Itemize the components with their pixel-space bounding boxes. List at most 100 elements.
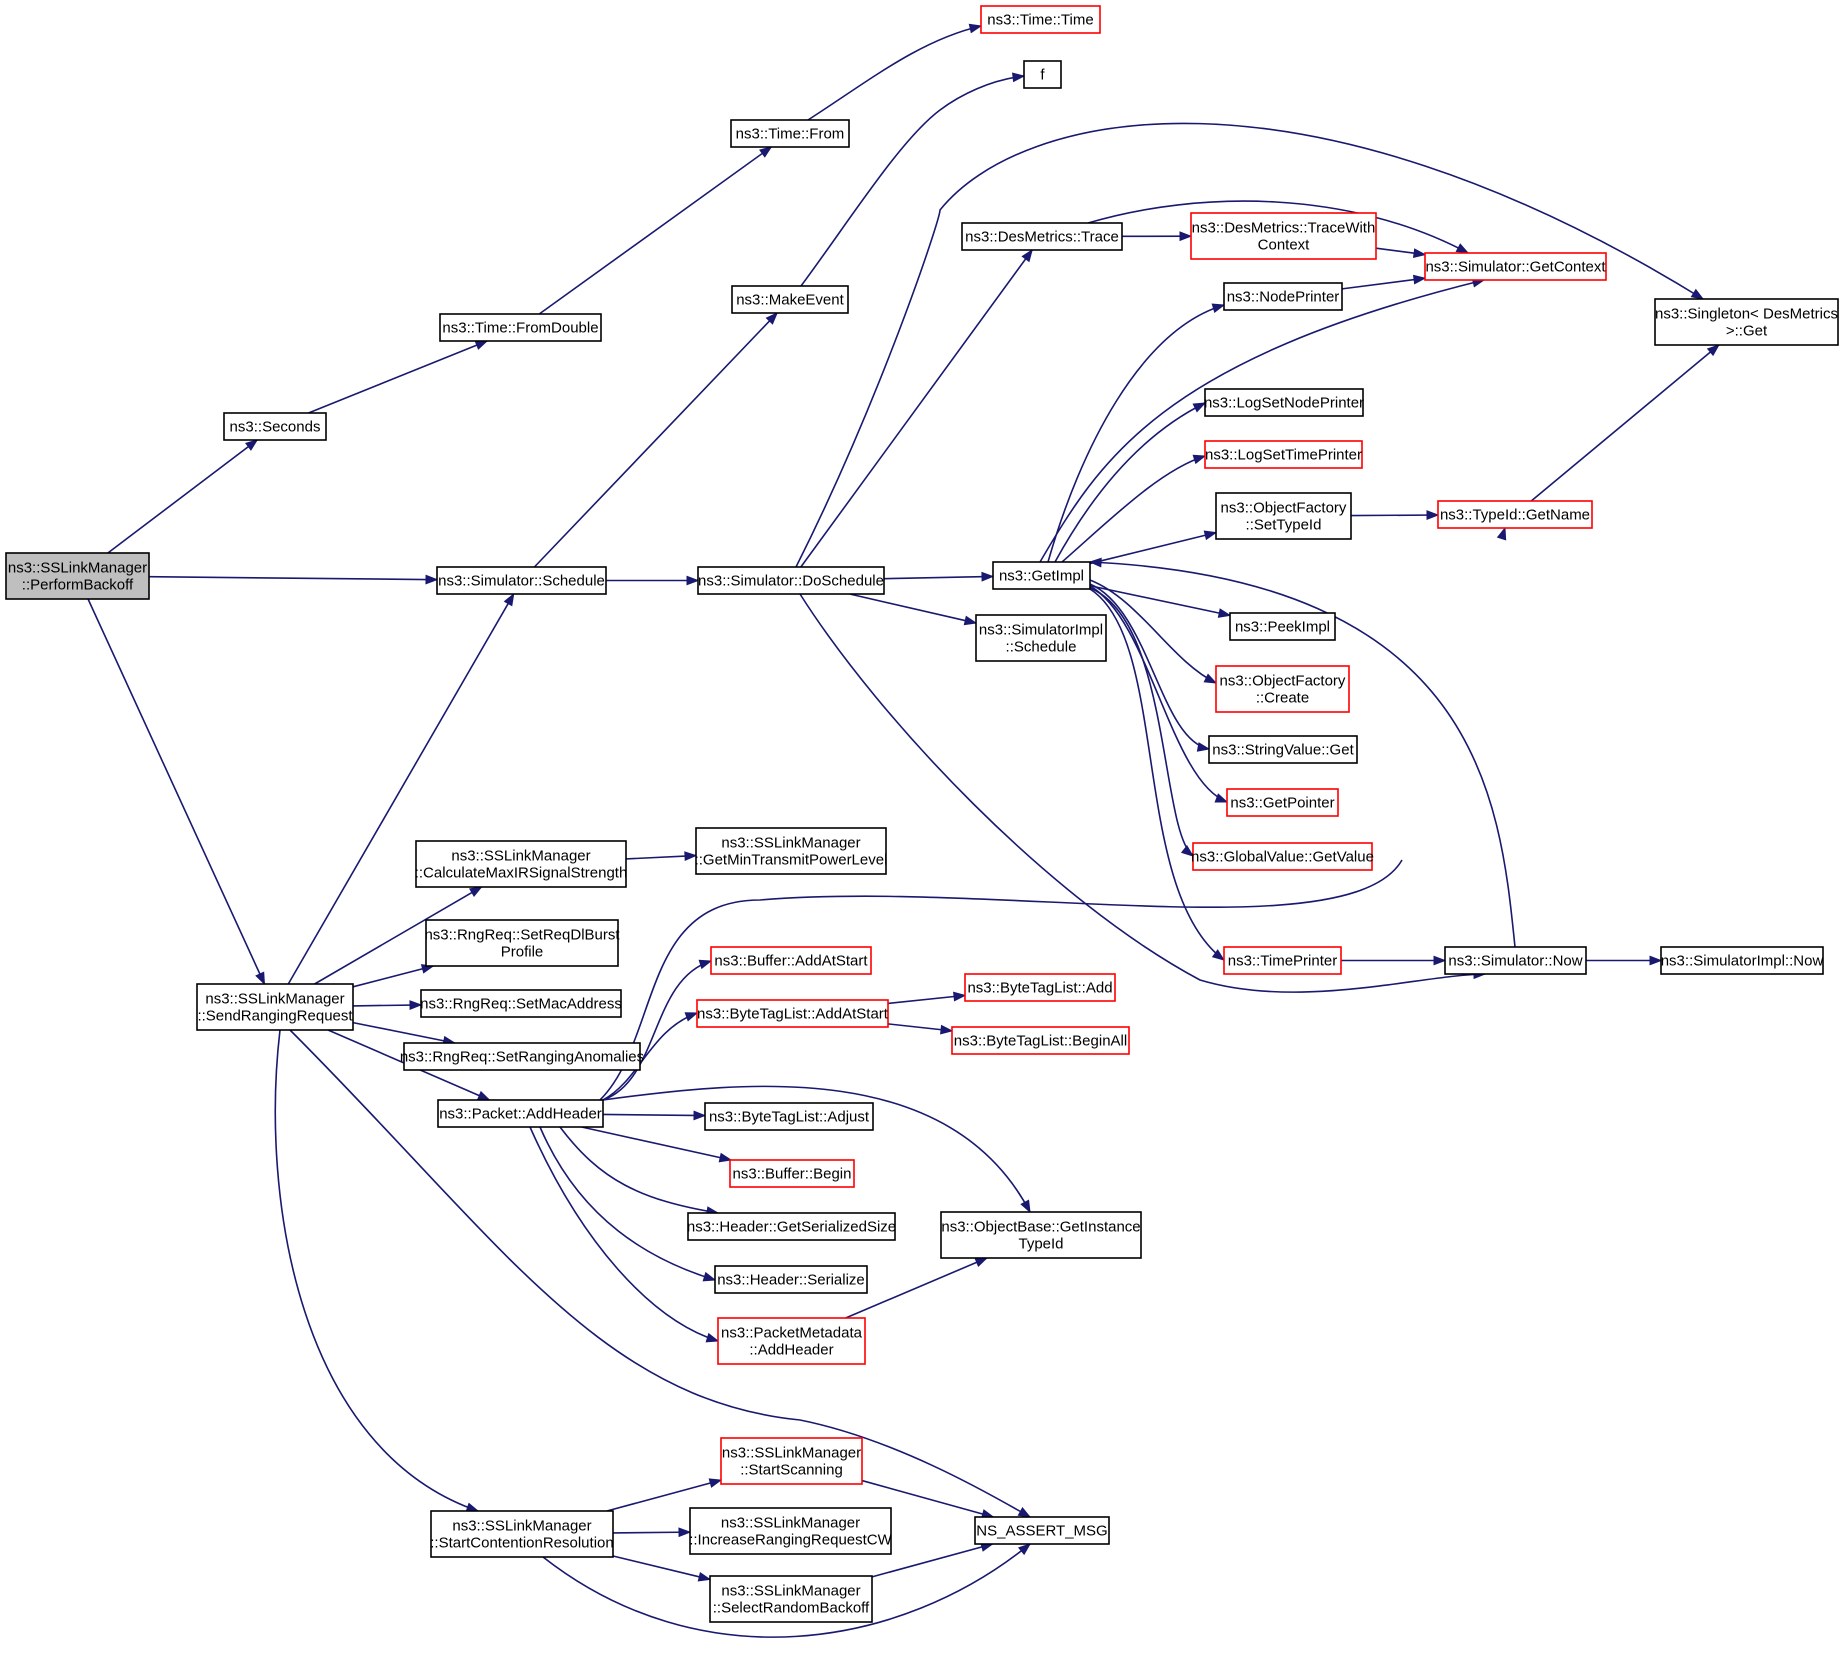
node-box	[687, 1212, 896, 1241]
node-getImpl[interactable]: ns3::GetImpl	[992, 561, 1091, 590]
node-btlAdjust[interactable]: ns3::ByteTagList::Adjust	[704, 1102, 874, 1131]
node-box	[696, 999, 889, 1028]
node-logSetNodePrinter[interactable]: ns3::LogSetNodePrinter	[1204, 388, 1364, 417]
edge-arrowhead	[702, 1271, 717, 1282]
edge-line	[807, 25, 982, 121]
node-fromDouble[interactable]: ns3::Time::FromDouble	[439, 313, 602, 342]
node-performBackoff[interactable]: ns3::SSLinkManager::PerformBackoff	[5, 552, 150, 600]
node-simImplSchedule[interactable]: ns3::SimulatorImpl::Schedule	[975, 614, 1107, 662]
node-label: ::AddHeader	[749, 1342, 833, 1359]
node-nodePrinter[interactable]: ns3::NodePrinter	[1223, 282, 1343, 311]
node-timeFrom[interactable]: ns3::Time::From	[730, 119, 850, 148]
edge-doSchedule-to-getImpl	[883, 571, 995, 582]
edge-arrowhead	[708, 1478, 723, 1488]
edge-typeIdGetName-to-singletonGet	[1530, 344, 1720, 502]
edge-startContention-to-incRanging	[612, 1527, 692, 1538]
node-simImplNow[interactable]: ns3::SimulatorImpl::Now	[1660, 946, 1824, 975]
node-box	[709, 1575, 873, 1623]
node-doSchedule[interactable]: ns3::Simulator::DoSchedule	[697, 566, 885, 595]
node-box	[1660, 946, 1824, 975]
node-setTypeId[interactable]: ns3::ObjectFactory::SetTypeId	[1215, 492, 1352, 540]
node-label: ::StartContentionResolution	[430, 1535, 613, 1552]
node-timeTime[interactable]: ns3::Time::Time	[980, 5, 1101, 34]
node-label: ns3::Buffer::AddAtStart	[714, 953, 868, 970]
node-box	[704, 1102, 874, 1131]
node-pmAddHeader[interactable]: ns3::PacketMetadata::AddHeader	[717, 1317, 866, 1365]
node-label: ns3::GetImpl	[999, 568, 1084, 585]
node-incRanging[interactable]: ns3::SSLinkManager::IncreaseRangingReque…	[689, 1507, 893, 1555]
node-btlBeginAll[interactable]: ns3::ByteTagList::BeginAll	[951, 1026, 1130, 1055]
node-singletonGet[interactable]: ns3::Singleton< DesMetrics>::Get	[1654, 298, 1839, 346]
node-stringValueGet[interactable]: ns3::StringValue::Get	[1208, 735, 1358, 764]
edge-arrowhead	[765, 311, 779, 325]
node-getContext[interactable]: ns3::Simulator::GetContext	[1424, 252, 1607, 281]
node-hdrSerialize[interactable]: ns3::Header::Serialize	[714, 1265, 868, 1294]
node-schedule[interactable]: ns3::Simulator::Schedule	[436, 566, 607, 595]
node-calcMaxIR[interactable]: ns3::SSLinkManager::CalculateMaxIRSignal…	[415, 840, 628, 888]
node-globalGetValue[interactable]: ns3::GlobalValue::GetValue	[1191, 842, 1374, 871]
node-box	[729, 1159, 855, 1188]
node-getMinTx[interactable]: ns3::SSLinkManager::GetMinTransmitPowerL…	[695, 827, 888, 875]
edge-line	[1089, 585, 1228, 803]
node-seconds[interactable]: ns3::Seconds	[223, 412, 327, 441]
node-btlAddAtStart[interactable]: ns3::ByteTagList::AddAtStart	[696, 999, 889, 1028]
node-peekImpl[interactable]: ns3::PeekImpl	[1229, 612, 1336, 641]
node-label: Context	[1258, 237, 1311, 254]
node-ofCreate[interactable]: ns3::ObjectFactory::Create	[1215, 665, 1350, 713]
node-setMac[interactable]: ns3::RngReq::SetMacAddress	[420, 989, 622, 1018]
node-label: ns3::RngReq::SetMacAddress	[420, 996, 622, 1013]
node-hdrSize[interactable]: ns3::Header::GetSerializedSize	[687, 1212, 896, 1241]
node-addHeader[interactable]: ns3::Packet::AddHeader	[437, 1099, 604, 1128]
node-setRanging[interactable]: ns3::RngReq::SetRangingAnomalies	[400, 1042, 644, 1071]
edge-btlAddAtStart-to-btlAdd	[887, 991, 967, 1005]
node-label: ns3::Header::Serialize	[717, 1272, 865, 1289]
node-label: ns3::Header::GetSerializedSize	[687, 1219, 896, 1236]
node-typeIdGetName[interactable]: ns3::TypeId::GetName	[1437, 500, 1593, 529]
edge-line	[795, 122, 1704, 568]
node-logSetTimePrinter[interactable]: ns3::LogSetTimePrinter	[1204, 440, 1363, 469]
node-label: ns3::SSLinkManager	[452, 1518, 591, 1535]
edge-startContention-to-nsAssert	[542, 1543, 1032, 1638]
node-label: ns3::TypeId::GetName	[1440, 507, 1590, 524]
node-nsAssert[interactable]: NS_ASSERT_MSG	[974, 1516, 1110, 1545]
edge-arrowhead	[1196, 742, 1211, 752]
node-timePrinter[interactable]: ns3::TimePrinter	[1223, 946, 1342, 975]
node-label: ::GetMinTransmitPowerLevel	[695, 852, 888, 869]
edge-getImpl-to-stringValueGet	[1089, 583, 1211, 752]
edge-addHeader-to-btlAdjust	[602, 1110, 707, 1121]
edge-arrowhead	[469, 886, 483, 898]
node-selectBackoff[interactable]: ns3::SSLinkManager::SelectRandomBackoff	[709, 1575, 873, 1623]
edge-line	[1087, 200, 1469, 254]
edge-line	[538, 146, 772, 315]
edge-line	[799, 593, 1486, 993]
node-bufAddAtStart[interactable]: ns3::Buffer::AddAtStart	[710, 946, 872, 975]
node-startScanning[interactable]: ns3::SSLinkManager::StartScanning	[720, 1437, 863, 1485]
node-f[interactable]: f	[1023, 60, 1062, 89]
edge-line	[625, 854, 697, 860]
edge-arrowhead	[1180, 845, 1195, 857]
node-btlAdd[interactable]: ns3::ByteTagList::Add	[964, 973, 1116, 1002]
node-getPointer[interactable]: ns3::GetPointer	[1226, 788, 1339, 817]
edge-arrowhead	[245, 439, 259, 451]
node-simNow[interactable]: ns3::Simulator::Now	[1444, 946, 1587, 975]
node-label: ::CalculateMaxIRSignalStrength	[415, 865, 628, 882]
edge-arrowhead	[409, 1000, 423, 1011]
edge-getImpl-to-globalGetValue	[1089, 587, 1195, 857]
node-desTrace[interactable]: ns3::DesMetrics::Trace	[961, 222, 1123, 251]
edge-line	[529, 1126, 719, 1342]
node-bufBegin[interactable]: ns3::Buffer::Begin	[729, 1159, 855, 1188]
node-sendRanging[interactable]: ns3::SSLinkManager::SendRangingRequest	[196, 983, 354, 1031]
edge-line	[887, 994, 966, 1005]
node-label: ns3::Singleton< DesMetrics	[1655, 306, 1838, 323]
node-makeEvent[interactable]: ns3::MakeEvent	[731, 285, 849, 314]
node-startContention[interactable]: ns3::SSLinkManager::StartContentionResol…	[430, 1510, 614, 1558]
edge-arrowhead	[697, 1571, 712, 1582]
edge-addHeader-to-typeIdGetName	[599, 526, 1507, 1101]
node-label: ns3::TimePrinter	[1228, 953, 1337, 970]
edge-getImpl-to-peekImpl	[1089, 584, 1232, 618]
node-box	[710, 946, 872, 975]
